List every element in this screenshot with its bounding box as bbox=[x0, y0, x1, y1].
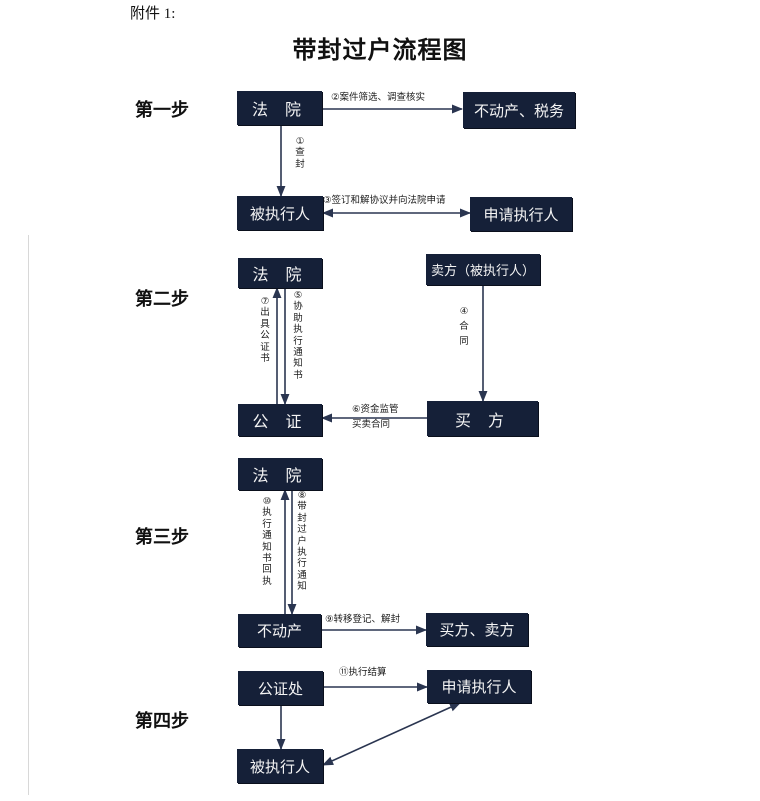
buyer-seller-box: 买方、卖方 bbox=[426, 613, 528, 646]
step-1-label: 第一步 bbox=[135, 100, 189, 121]
court-box-step1: 法 院 bbox=[237, 91, 322, 125]
notary-office-box: 公证处 bbox=[238, 671, 323, 705]
debtor-box-step4: 被执行人 bbox=[237, 749, 323, 783]
label-contract: ④合同 bbox=[459, 306, 469, 348]
label-fund-supervision: ⑥资金监管 bbox=[352, 404, 399, 415]
label-settlement-final: ⑪执行结算 bbox=[339, 667, 387, 678]
label-transfer-notice: ⑧带封过户执行通知 bbox=[297, 490, 307, 593]
court-box-step3: 法 院 bbox=[238, 458, 322, 490]
page-title: 带封过户流程图 bbox=[292, 36, 468, 64]
arrow-debtor-applicant-4 bbox=[321, 702, 462, 766]
label-settlement: ③签订和解协议并向法院申请 bbox=[323, 195, 446, 206]
label-case-screening: ②案件筛选、调查核实 bbox=[331, 92, 426, 103]
label-notice-receipt: ⑩执行通知书回执 bbox=[262, 496, 272, 587]
court-box-step2: 法 院 bbox=[238, 258, 322, 288]
label-transfer-registration: ⑨转移登记、解封 bbox=[325, 614, 401, 625]
label-sale-contract: 买卖合同 bbox=[352, 419, 391, 430]
debtor-box-step1: 被执行人 bbox=[237, 196, 323, 230]
step-3-label: 第三步 bbox=[135, 527, 189, 548]
tax-realestate-box: 不动产、税务 bbox=[463, 92, 575, 128]
step-2-label: 第二步 bbox=[135, 289, 189, 310]
realestate-box: 不动产 bbox=[238, 614, 321, 647]
applicant-box-step1: 申请执行人 bbox=[470, 197, 572, 231]
label-seal: ①查封 bbox=[295, 136, 305, 170]
attachment-label: 附件 1: bbox=[130, 6, 176, 22]
label-assist-notice: ⑤协助执行通知书 bbox=[293, 290, 303, 381]
notary-box: 公 证 bbox=[238, 404, 322, 436]
applicant-box-step4: 申请执行人 bbox=[427, 670, 531, 703]
seller-box: 卖方（被执行人） bbox=[426, 254, 540, 285]
step-4-label: 第四步 bbox=[135, 711, 189, 732]
label-issue-notarization: ⑦出具公证书 bbox=[260, 296, 270, 364]
buyer-box: 买 方 bbox=[427, 401, 538, 436]
page-edge-line bbox=[28, 235, 29, 795]
